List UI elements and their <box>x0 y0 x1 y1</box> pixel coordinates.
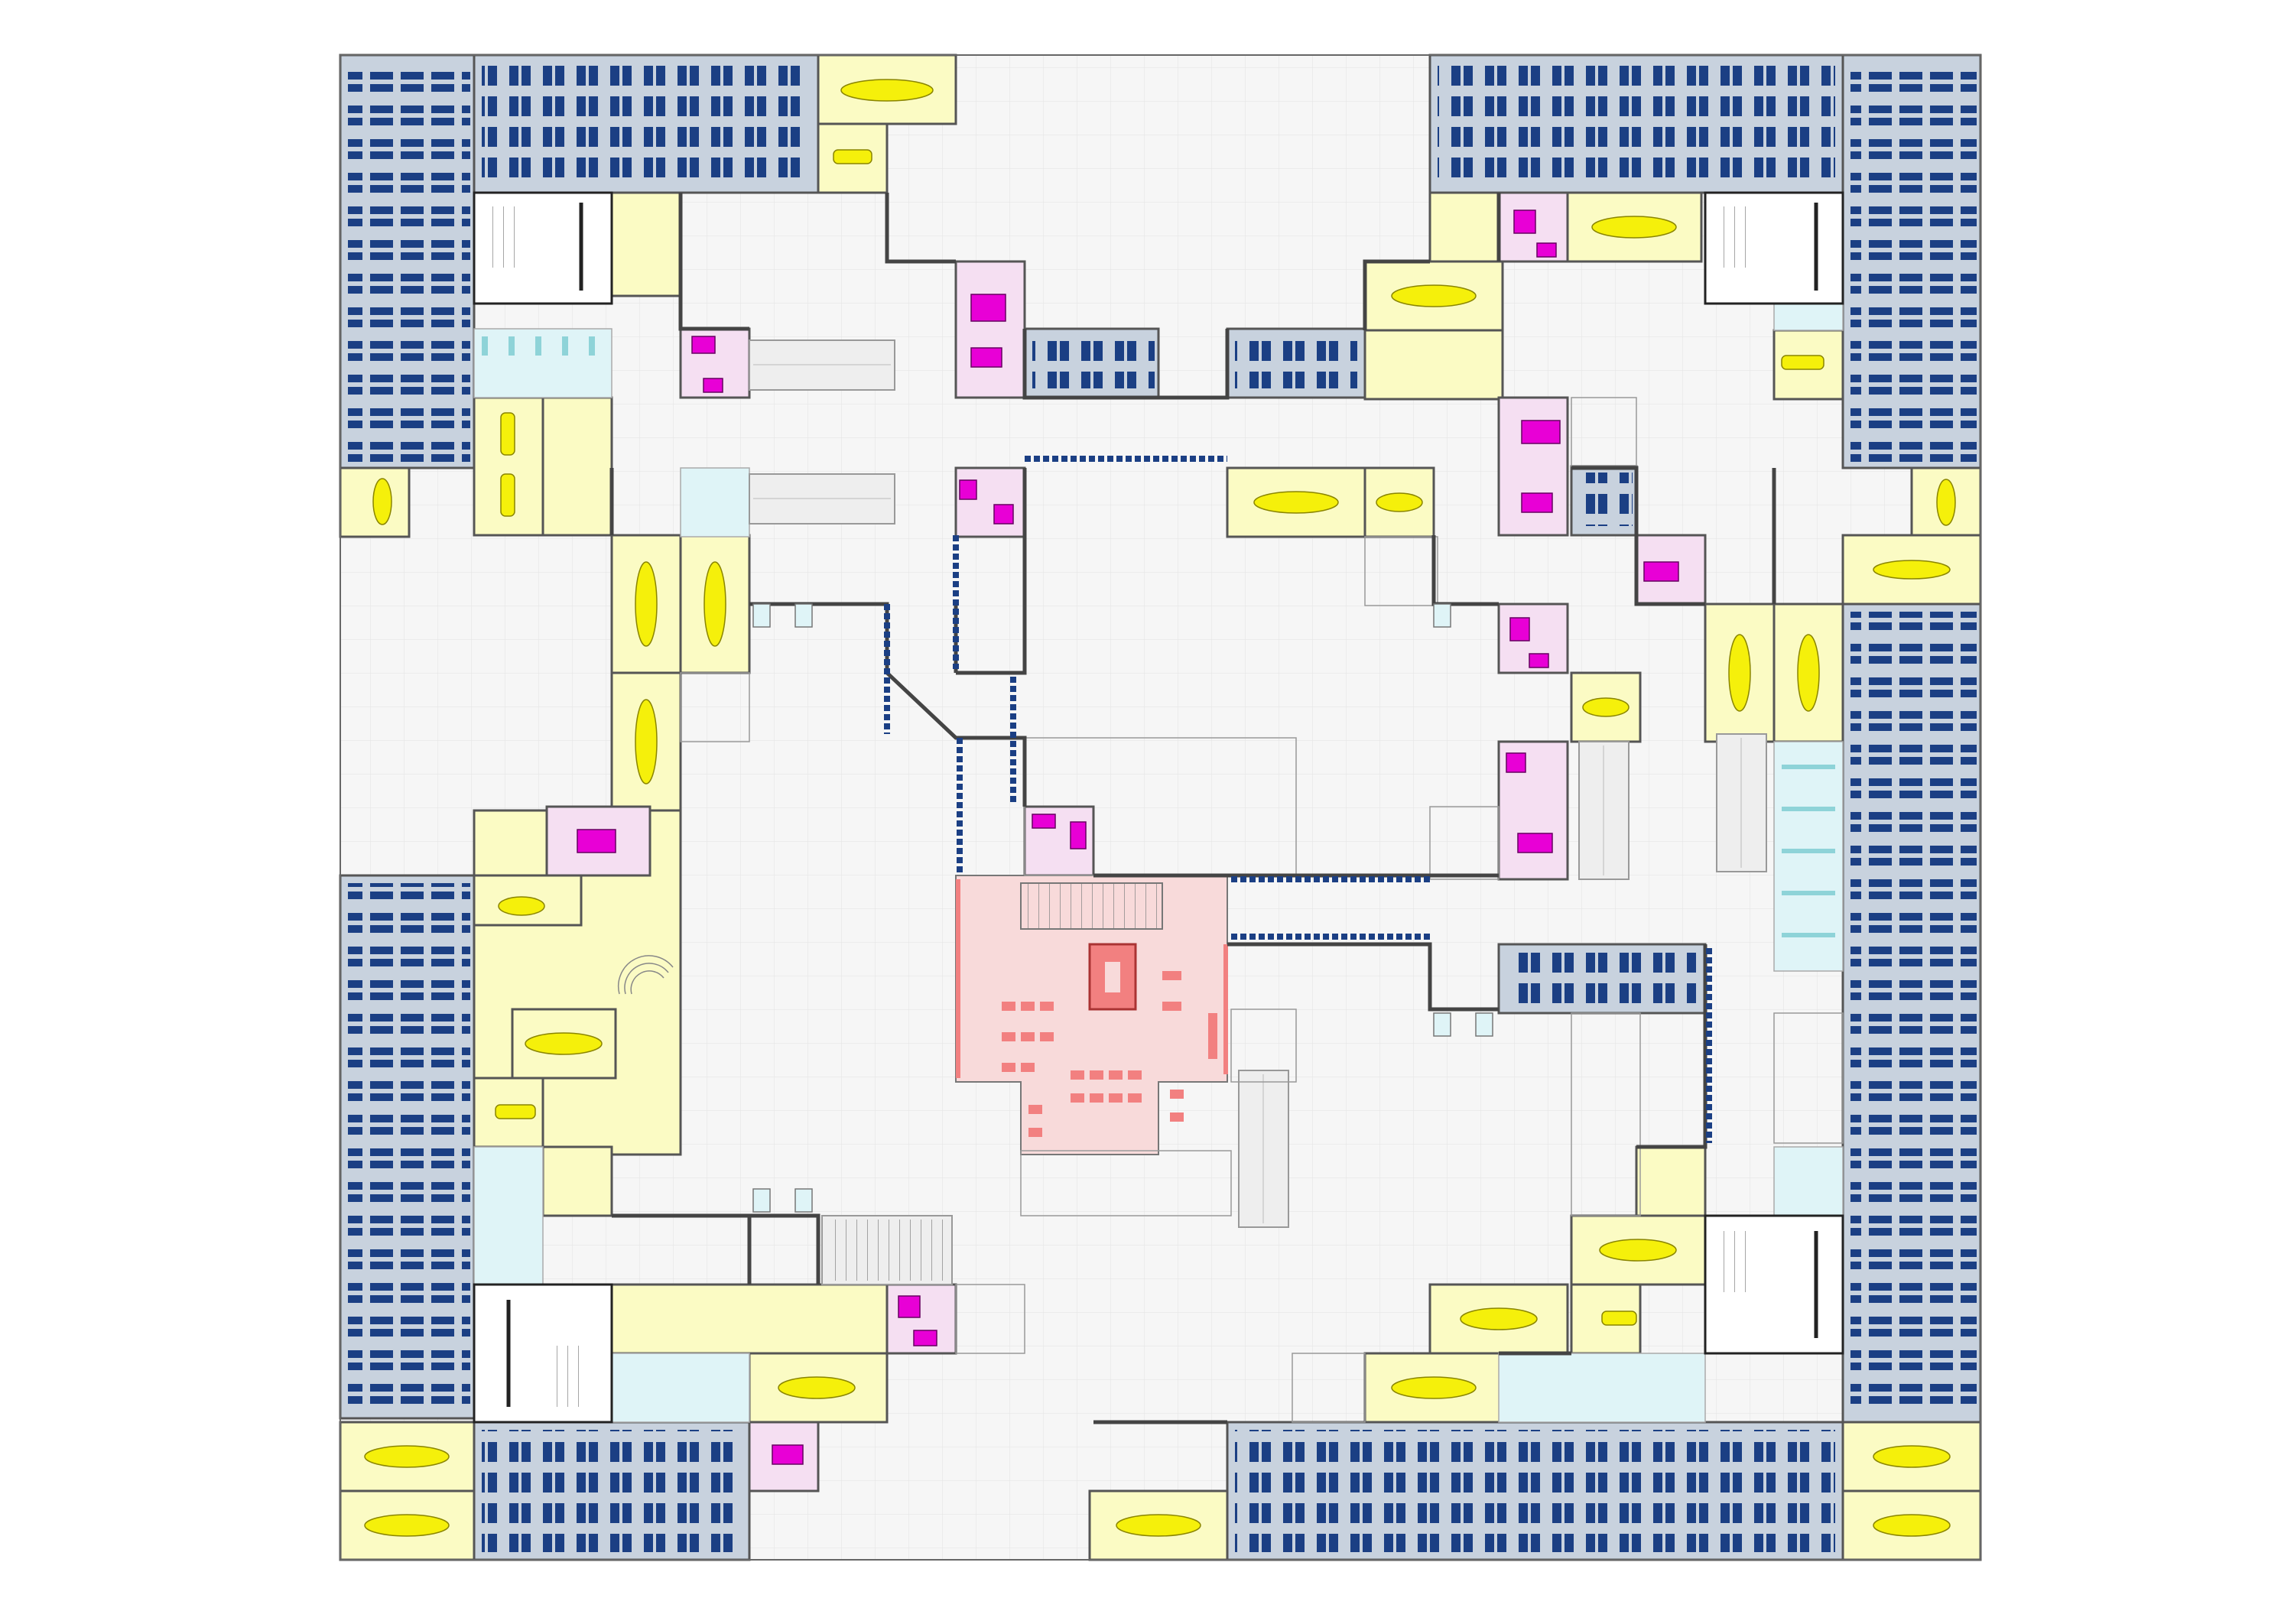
meeting-room <box>610 191 682 297</box>
meeting-room <box>541 1145 613 1217</box>
meeting-room-corridor <box>1428 191 1500 263</box>
meeting-room-bank <box>610 1283 889 1355</box>
meeting-room <box>541 396 613 537</box>
meeting-tables <box>364 79 1956 1537</box>
glass-accents <box>482 336 1835 937</box>
corridor-walls <box>609 193 1776 1424</box>
meeting-room <box>1635 1145 1707 1217</box>
shaft-markers <box>752 603 1493 1213</box>
meeting-room <box>1566 191 1703 263</box>
escalator-steps <box>753 364 1742 1281</box>
focus-room <box>1497 396 1569 537</box>
focus-room <box>954 260 1026 399</box>
canteen-tables <box>1002 971 1217 1137</box>
canteen-staircase <box>1020 882 1163 930</box>
spiral-stair <box>617 955 674 995</box>
canteen-seating-edge <box>956 879 1228 1078</box>
core-stairs <box>489 203 1818 1407</box>
plan-boundary <box>340 54 1981 1561</box>
workstation-desks <box>348 61 1977 1552</box>
focus-furniture <box>577 209 1679 1465</box>
core-bottom-left <box>473 1283 613 1424</box>
corridor-desk-rows <box>884 456 1712 1143</box>
focus-room <box>954 466 1026 538</box>
canteen <box>955 875 1228 1155</box>
meeting-rooms <box>339 54 1982 1561</box>
meeting-room <box>1363 329 1504 401</box>
atrium-outlines <box>680 397 1844 1423</box>
meeting-room <box>339 1421 476 1492</box>
